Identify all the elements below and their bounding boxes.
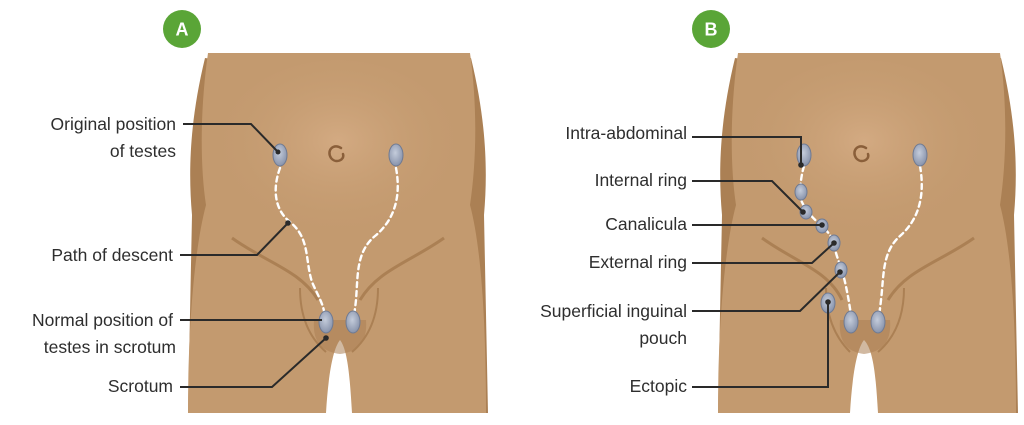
leader-superficial-pouch (692, 271, 841, 312)
testis-scrotal-left-b (843, 310, 859, 334)
testis-scrotal-right-a (345, 310, 361, 334)
testis-original-left-a (272, 143, 288, 167)
leader-scrotum (180, 337, 327, 388)
panel-a: A Original position of testes Path of de… (32, 10, 488, 413)
badge-b (692, 10, 730, 48)
torso-b (718, 53, 1018, 413)
testis-original-right-a (388, 143, 404, 167)
label-canalicula: Canalicula (605, 214, 687, 234)
panel-b: B Intra-abdominal Internal ring Canalicu… (540, 10, 1018, 413)
label-internal-ring: Internal ring (595, 170, 687, 190)
leader-intra-abdominal (692, 136, 802, 165)
testis-scrotal-right-b (870, 310, 886, 334)
label-superficial-pouch-line1: Superficial inguinal (540, 301, 687, 321)
leader-dot-scrotum (323, 335, 329, 341)
leader-internal-ring (692, 180, 804, 213)
badge-b-text: B (705, 20, 718, 40)
label-superficial-pouch-line2: pouch (639, 328, 687, 348)
descent-path-left-a (274, 166, 327, 320)
testis-internal-ring (794, 183, 808, 201)
label-normal-position-line2: testes in scrotum (44, 337, 176, 357)
torso-a (188, 53, 488, 413)
descent-path-right-b (877, 164, 923, 320)
leader-dot-original (275, 149, 281, 155)
leader-dot-intra-abdominal (798, 162, 804, 168)
leader-path-of-descent (180, 222, 289, 256)
label-path-of-descent: Path of descent (51, 245, 173, 265)
label-scrotum: Scrotum (108, 376, 173, 396)
testis-canalicula-1 (799, 204, 813, 220)
badge-a-text: A (176, 20, 189, 40)
leader-external-ring (692, 242, 835, 264)
badge-a (163, 10, 201, 48)
testis-intra-abdominal (796, 143, 812, 167)
leader-dot-internal-ring (800, 209, 806, 215)
testis-original-right-b (912, 143, 928, 167)
descent-path-right-a (352, 166, 399, 320)
leader-dot-canalicula (819, 222, 825, 228)
testis-scrotal-left-a (318, 310, 334, 334)
label-original-position-line2: of testes (110, 141, 176, 161)
leader-dot-external-ring (831, 240, 837, 246)
label-ectopic: Ectopic (630, 376, 688, 396)
leader-dot-descent (285, 220, 291, 226)
label-external-ring: External ring (589, 252, 687, 272)
leader-ectopic (692, 302, 829, 388)
label-normal-position-line1: Normal position of (32, 310, 173, 330)
leader-original-position (183, 123, 279, 153)
label-original-position-line1: Original position (51, 114, 176, 134)
label-intra-abdominal: Intra-abdominal (565, 123, 687, 143)
leader-dot-ectopic (825, 299, 831, 305)
leader-dot-superficial-pouch (837, 269, 843, 275)
